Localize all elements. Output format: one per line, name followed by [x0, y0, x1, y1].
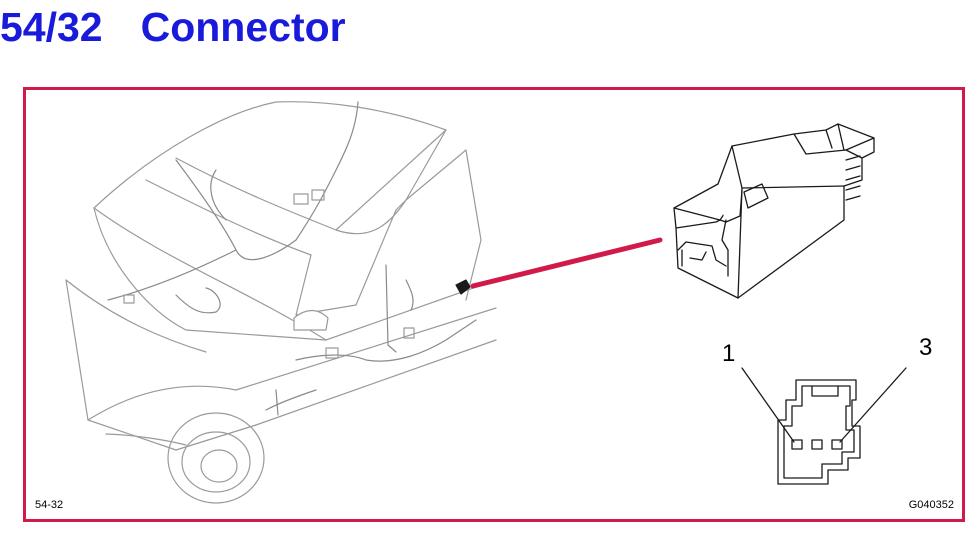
pin-label-3: 3 — [919, 334, 933, 361]
diagram-frame: 1 3 54-32 G040352 — [23, 87, 965, 522]
pointer-line — [470, 237, 663, 289]
car-wiring-illustration — [65, 101, 497, 504]
page-title: 54/32 Connector — [0, 2, 346, 52]
diagram-title: Connector — [140, 3, 346, 50]
diagram-number: 54/32 — [0, 3, 103, 50]
pin-label-1: 1 — [722, 340, 736, 367]
figure-code-right: G040352 — [908, 499, 954, 511]
diagram-drawing — [65, 101, 907, 504]
connector-housing-drawing — [673, 123, 875, 299]
figure-code-left: 54-32 — [35, 499, 64, 511]
connector-pinout-face — [741, 367, 907, 485]
